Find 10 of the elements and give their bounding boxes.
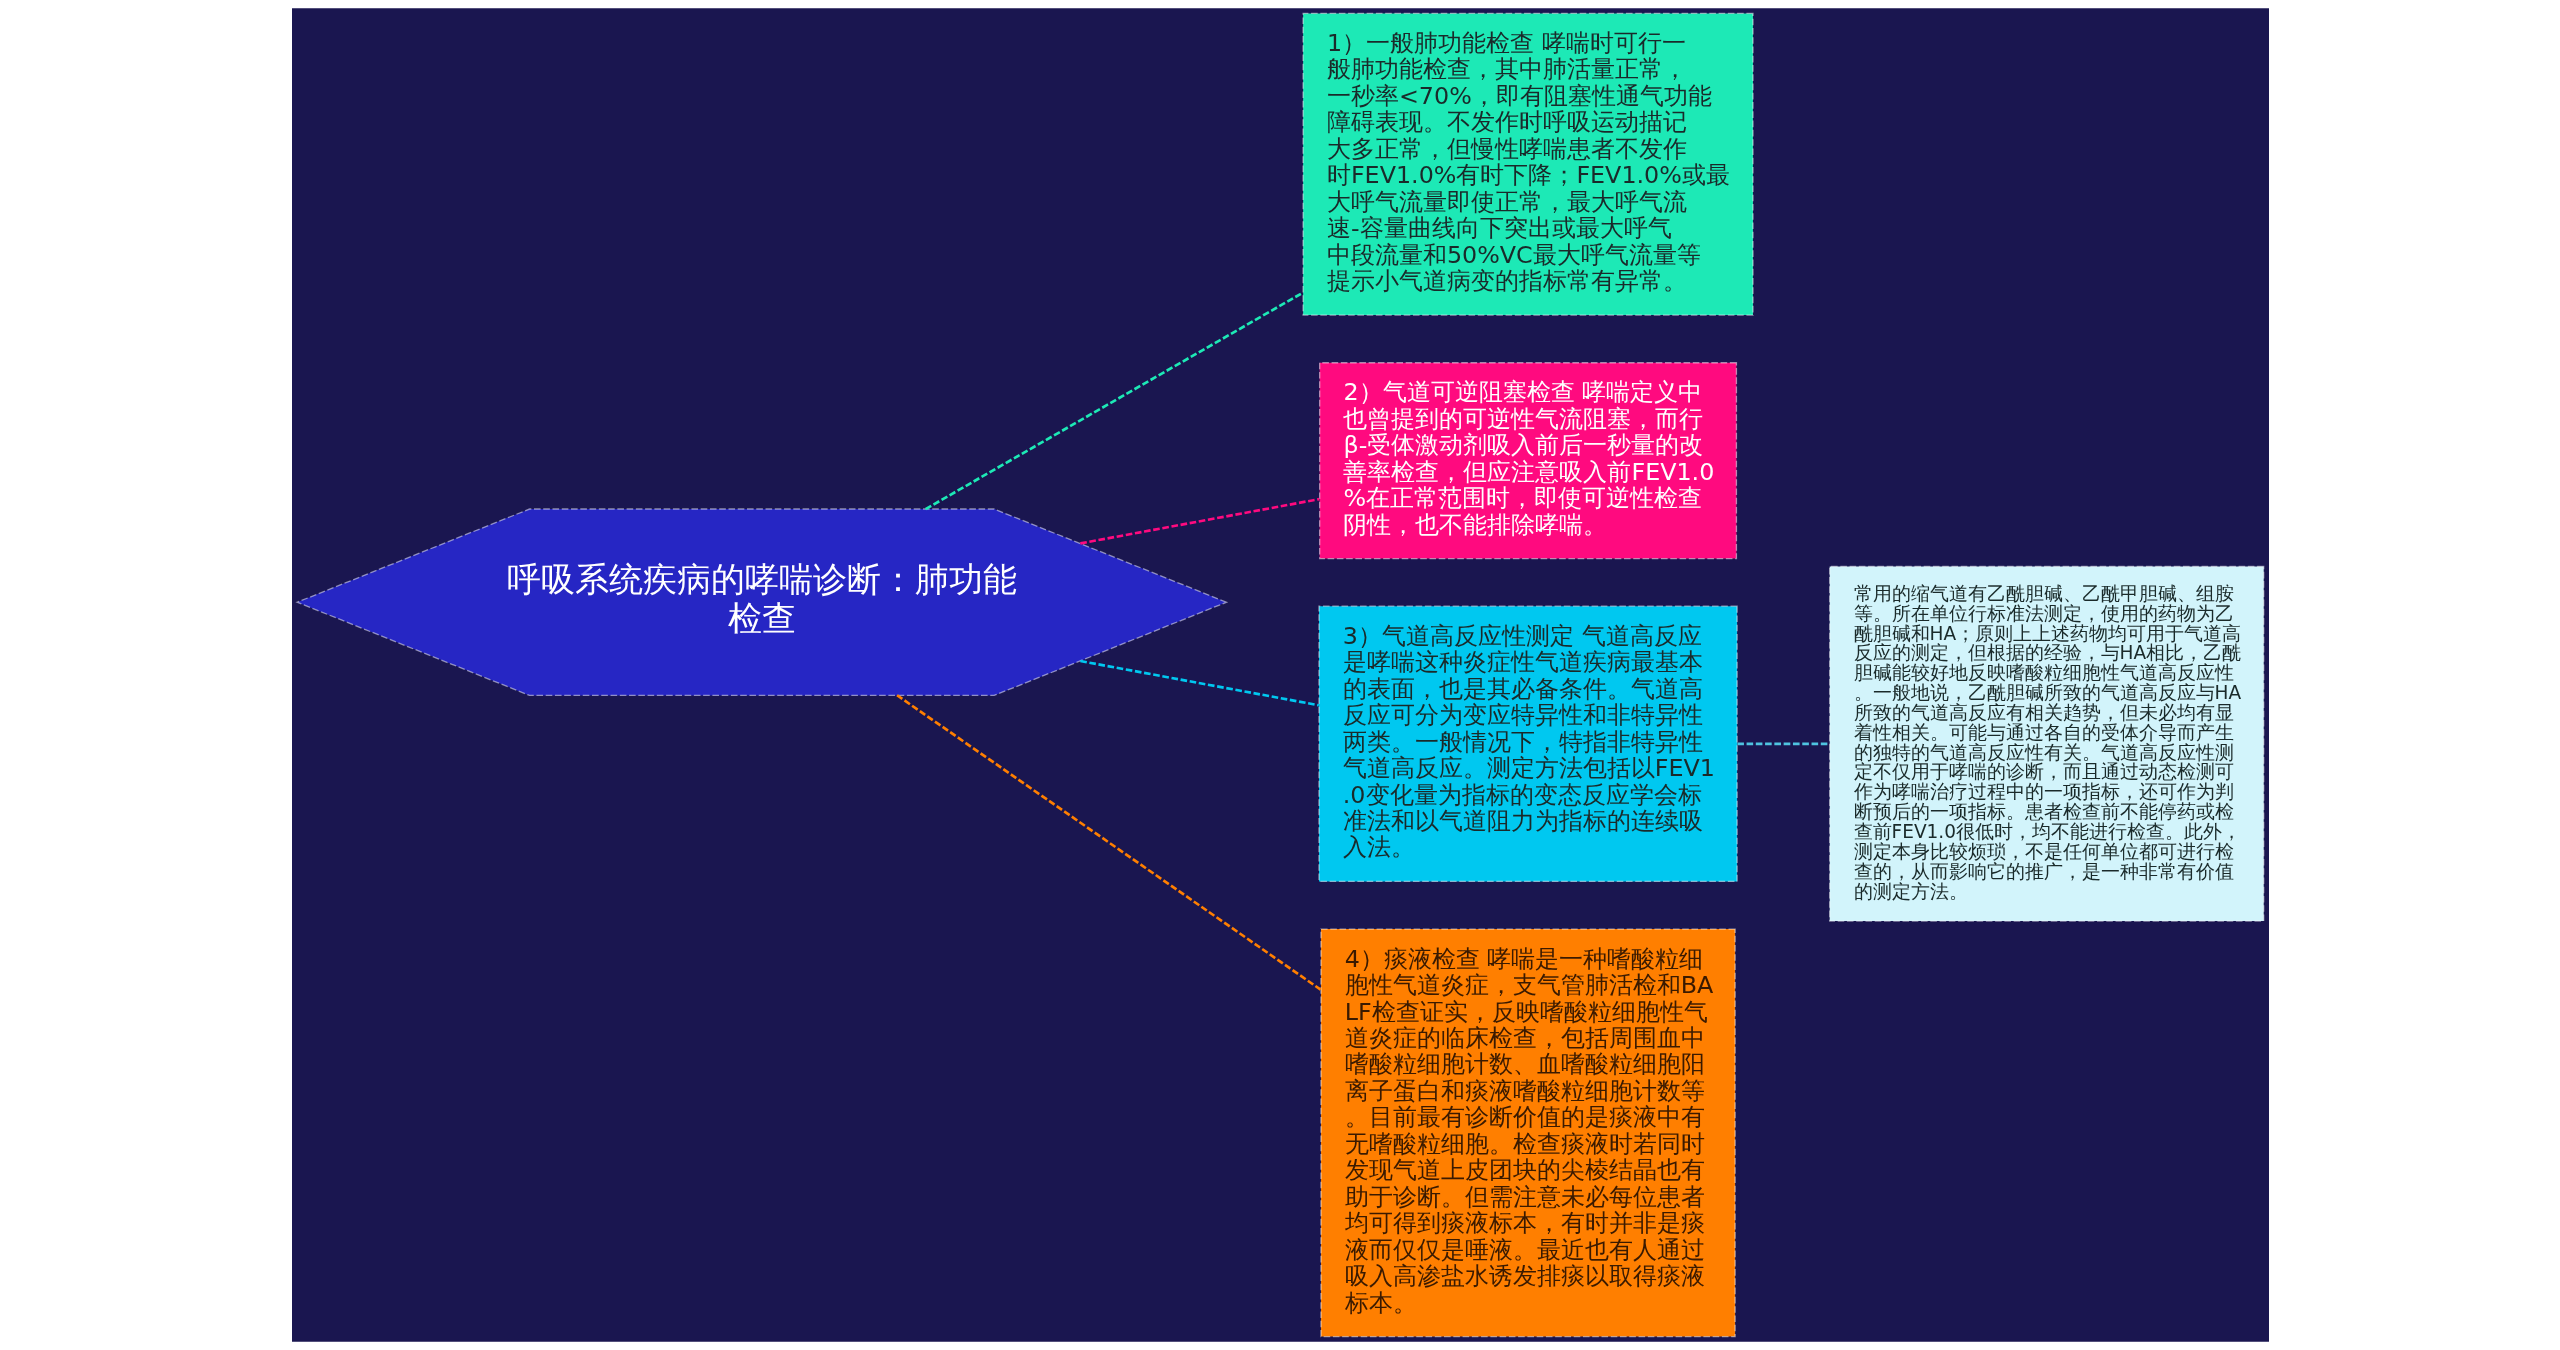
- connector: [1079, 659, 1319, 707]
- node-box: 常用的缩气道有乙酰胆碱、乙酰甲胆碱、组胺等。所在单位行标准法测定，使用的药物为乙酰胆碱和HA；原则上上述药物均可用于气道高反应的测定，但根据的经验，与HA相比，乙酰胆碱能较好地反映嗜酸粒细胞性气道高反应性。一般地说，乙酰胆碱所致的气道高反应与HA所致的气道高反应有相关趋势，但未必均有显着性相关。可能与通过各自的受体介导而产生的独特的气道高反应性有关。气道高反应性测定不仅用于哮喘的诊断，而且通过动态检测可作为哮喘治疗过程中的一项指标，还可作为判断预后的一项指标。患者检查前不能停药或检查前FEV1.0很低时，均不能进行检查。此外，测定本身比较烦琐，不是任何单位都可进行检查的，从而影响它的推广，是一种非常有价值的测定方法。: [1828, 565, 2264, 922]
- connector: [924, 291, 1304, 511]
- node-box: 3）气道高反应性测定 气道高反应是哮喘这种炎症性气道疾病最基本的表面，也是其必备条件。气道高反应可分为变应特异性和非特异性两类。一般情况下，特指非特异性气道高反应。测定方法包括以FEV1.0变化量为指标的变态反应学会标准法和以气道阻力为指标的连续吸入法。: [1317, 605, 1738, 883]
- connector: [1736, 742, 1830, 746]
- node-box: 4）痰液检查 哮喘是一种嗜酸粒细胞性气道炎症，支气管肺活检和BALF检查证实，反映嗜酸粒细胞性气道炎症的临床检查，包括周围血中嗜酸粒细胞计数、血嗜酸粒细胞阳离子蛋白和痰液嗜酸粒细胞计数等。目前最有诊断价值的是痰液中有无嗜酸粒细胞。检查痰液时若同时发现气道上皮团块的尖棱结晶也有助于诊断。但需注意未必每位患者均可得到痰液标本，有时并非是痰液而仅仅是唾液。最近也有人通过吸入高渗盐水诱发排痰以取得痰液标本。: [1319, 928, 1736, 1338]
- node-box: 2）气道可逆阻塞检查 哮喘定义中也曾提到的可逆性气流阻塞，而行β-受体激动剂吸入前后一秒量的改善率检查，但应注意吸入前FEV1.0%在正常范围时，即使可逆性检查阴性，也不能排除哮喘。: [1318, 362, 1737, 560]
- connector: [895, 694, 1321, 991]
- node-box: 1）一般肺功能检查 哮喘时可行一般肺功能检查，其中肺活量正常，一秒率<70%，即有阻塞性通气功能障碍表现。不发作时呼吸运动描记大多正常，但慢性哮喘患者不发作时FEV1.0%有时下降；FEV1.0%或最大呼气流量即使正常，最大呼气流速-容量曲线向下突出或最大呼气中段流量和50%VC最大呼气流量等提示小气道病变的指标常有异常。: [1301, 12, 1754, 316]
- connector: [1079, 497, 1320, 545]
